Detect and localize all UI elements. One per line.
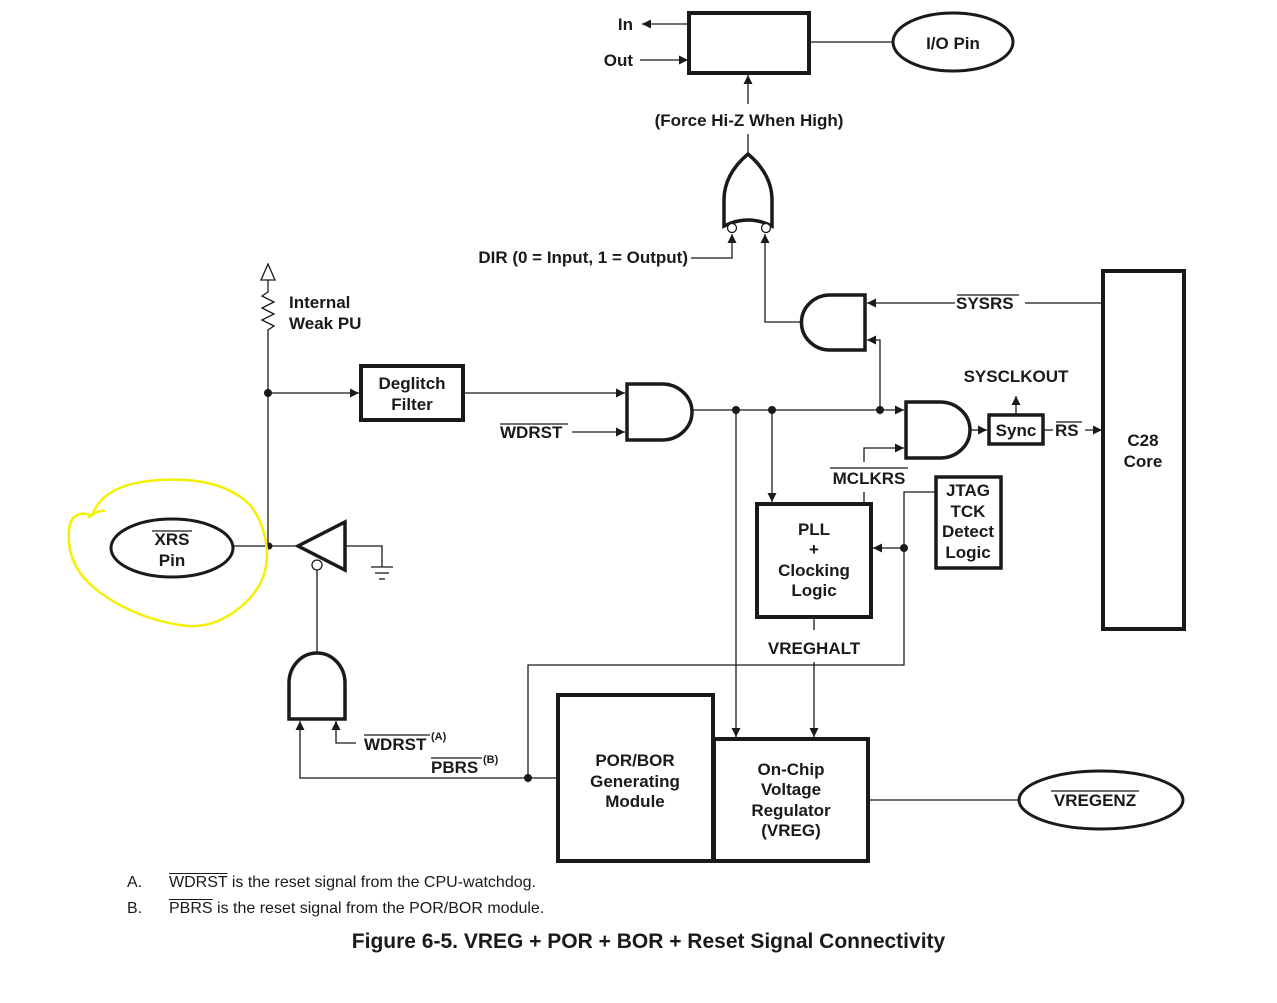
vreg-label-3: Regulator xyxy=(751,801,831,820)
c28-label-1: C28 xyxy=(1127,431,1158,450)
dir-wire xyxy=(691,234,737,259)
pullup-resistor-icon xyxy=(260,280,276,545)
mclkrs-label: MCLKRS xyxy=(833,469,906,488)
jtag-label-3: Detect xyxy=(942,522,994,541)
inversion-bubble xyxy=(311,559,323,571)
internal-pu-label-1: Internal xyxy=(289,293,350,312)
and-gate-sysrs xyxy=(799,293,867,352)
jtag-label-2: TCK xyxy=(951,502,987,521)
pll-label-2: + xyxy=(809,540,819,559)
jtag-label-4: Logic xyxy=(945,543,990,562)
jtag-label-1: JTAG xyxy=(946,481,990,500)
pbrs-footnote-ref: (B) xyxy=(483,754,499,766)
vreg-block xyxy=(712,737,870,863)
pbrs-wire xyxy=(295,721,528,779)
junction-dot xyxy=(876,406,884,414)
footnote-a: A. WDRST is the reset signal from the CPU… xyxy=(127,874,536,892)
sysclkout-label: SYSCLKOUT xyxy=(964,367,1069,386)
vreg-label-4: (VREG) xyxy=(761,821,821,840)
c28-core-block xyxy=(1101,269,1186,631)
wdrst-a-footnote-ref: (A) xyxy=(431,731,447,743)
vreg-label-2: Voltage xyxy=(761,780,821,799)
highlight-annotation xyxy=(67,478,269,628)
footnote-signal: PBRS xyxy=(169,900,213,917)
footnote-text: is the reset signal from the CPU-watchdo… xyxy=(227,874,536,891)
vregenz-pin-ellipse xyxy=(1017,769,1185,831)
footnote-text: is the reset signal from the POR/BOR mod… xyxy=(212,900,545,917)
vreghalt-label: VREGHALT xyxy=(768,639,861,658)
footnote-b: B. PBRS is the reset signal from the POR/… xyxy=(127,900,544,918)
por-label-1: POR/BOR xyxy=(595,751,674,770)
out-label: Out xyxy=(604,51,634,70)
pll-label-4: Logic xyxy=(791,581,836,600)
xrs-pin-label-1: XRS xyxy=(155,530,190,549)
por-label-2: Generating xyxy=(590,772,680,791)
and-gate-xrs-driver xyxy=(287,651,347,721)
inversion-bubble xyxy=(760,222,772,234)
deglitch-label-1: Deglitch xyxy=(378,374,445,393)
vreg-label-1: On-Chip xyxy=(757,760,824,779)
sync-label: Sync xyxy=(996,421,1037,440)
vdd-arrow-icon xyxy=(260,262,276,281)
sysrs-label: SYSRS xyxy=(956,294,1014,313)
jtag-output-wire xyxy=(527,491,936,778)
dir-label: DIR (0 = Input, 1 = Output) xyxy=(478,248,688,267)
vregenz-label: VREGENZ xyxy=(1054,791,1136,810)
and-gate-main-reset xyxy=(625,382,694,442)
c28-label-2: Core xyxy=(1124,452,1163,471)
figure-caption: Figure 6-5. VREG + POR + BOR + Reset Sig… xyxy=(351,930,946,953)
pll-label-1: PLL xyxy=(798,520,830,539)
force-hiz-label: (Force Hi-Z When High) xyxy=(655,111,844,130)
internal-pu-label-2: Weak PU xyxy=(289,314,361,333)
mclkrs-wire xyxy=(863,443,904,462)
footnote-signal: WDRST xyxy=(169,874,228,891)
and-gate-sync xyxy=(904,400,972,460)
or-gate-hiz xyxy=(722,151,774,229)
pbrs-label: PBRS xyxy=(431,758,478,777)
jtag-tck-detect-block xyxy=(934,475,1003,570)
sysrs-and-output-wire xyxy=(760,234,800,323)
rs-label: RS xyxy=(1055,421,1079,440)
io-buffer-block xyxy=(687,11,811,75)
ground-wire xyxy=(345,545,383,567)
deglitch-filter-block xyxy=(359,364,465,422)
deglitch-label-2: Filter xyxy=(391,395,433,414)
inversion-bubble xyxy=(726,222,738,234)
sysrs-and-input-wire xyxy=(867,335,881,410)
xrs-pin-label-2: Pin xyxy=(159,551,185,570)
xrs-pin-ellipse[interactable] xyxy=(109,517,235,579)
footnote-letter: B. xyxy=(127,900,143,917)
por-label-3: Module xyxy=(605,792,665,811)
pll-clocking-block xyxy=(755,502,873,619)
in-label: In xyxy=(618,15,633,34)
wdrst-label: WDRST xyxy=(500,423,563,442)
footnote-letter: A. xyxy=(127,874,143,891)
pll-label-3: Clocking xyxy=(778,561,850,580)
io-pin-label: I/O Pin xyxy=(926,34,980,53)
wdrst-a-label: WDRST xyxy=(364,735,427,754)
io-pin-ellipse xyxy=(891,11,1015,73)
wdrst-a-wire xyxy=(331,721,356,744)
